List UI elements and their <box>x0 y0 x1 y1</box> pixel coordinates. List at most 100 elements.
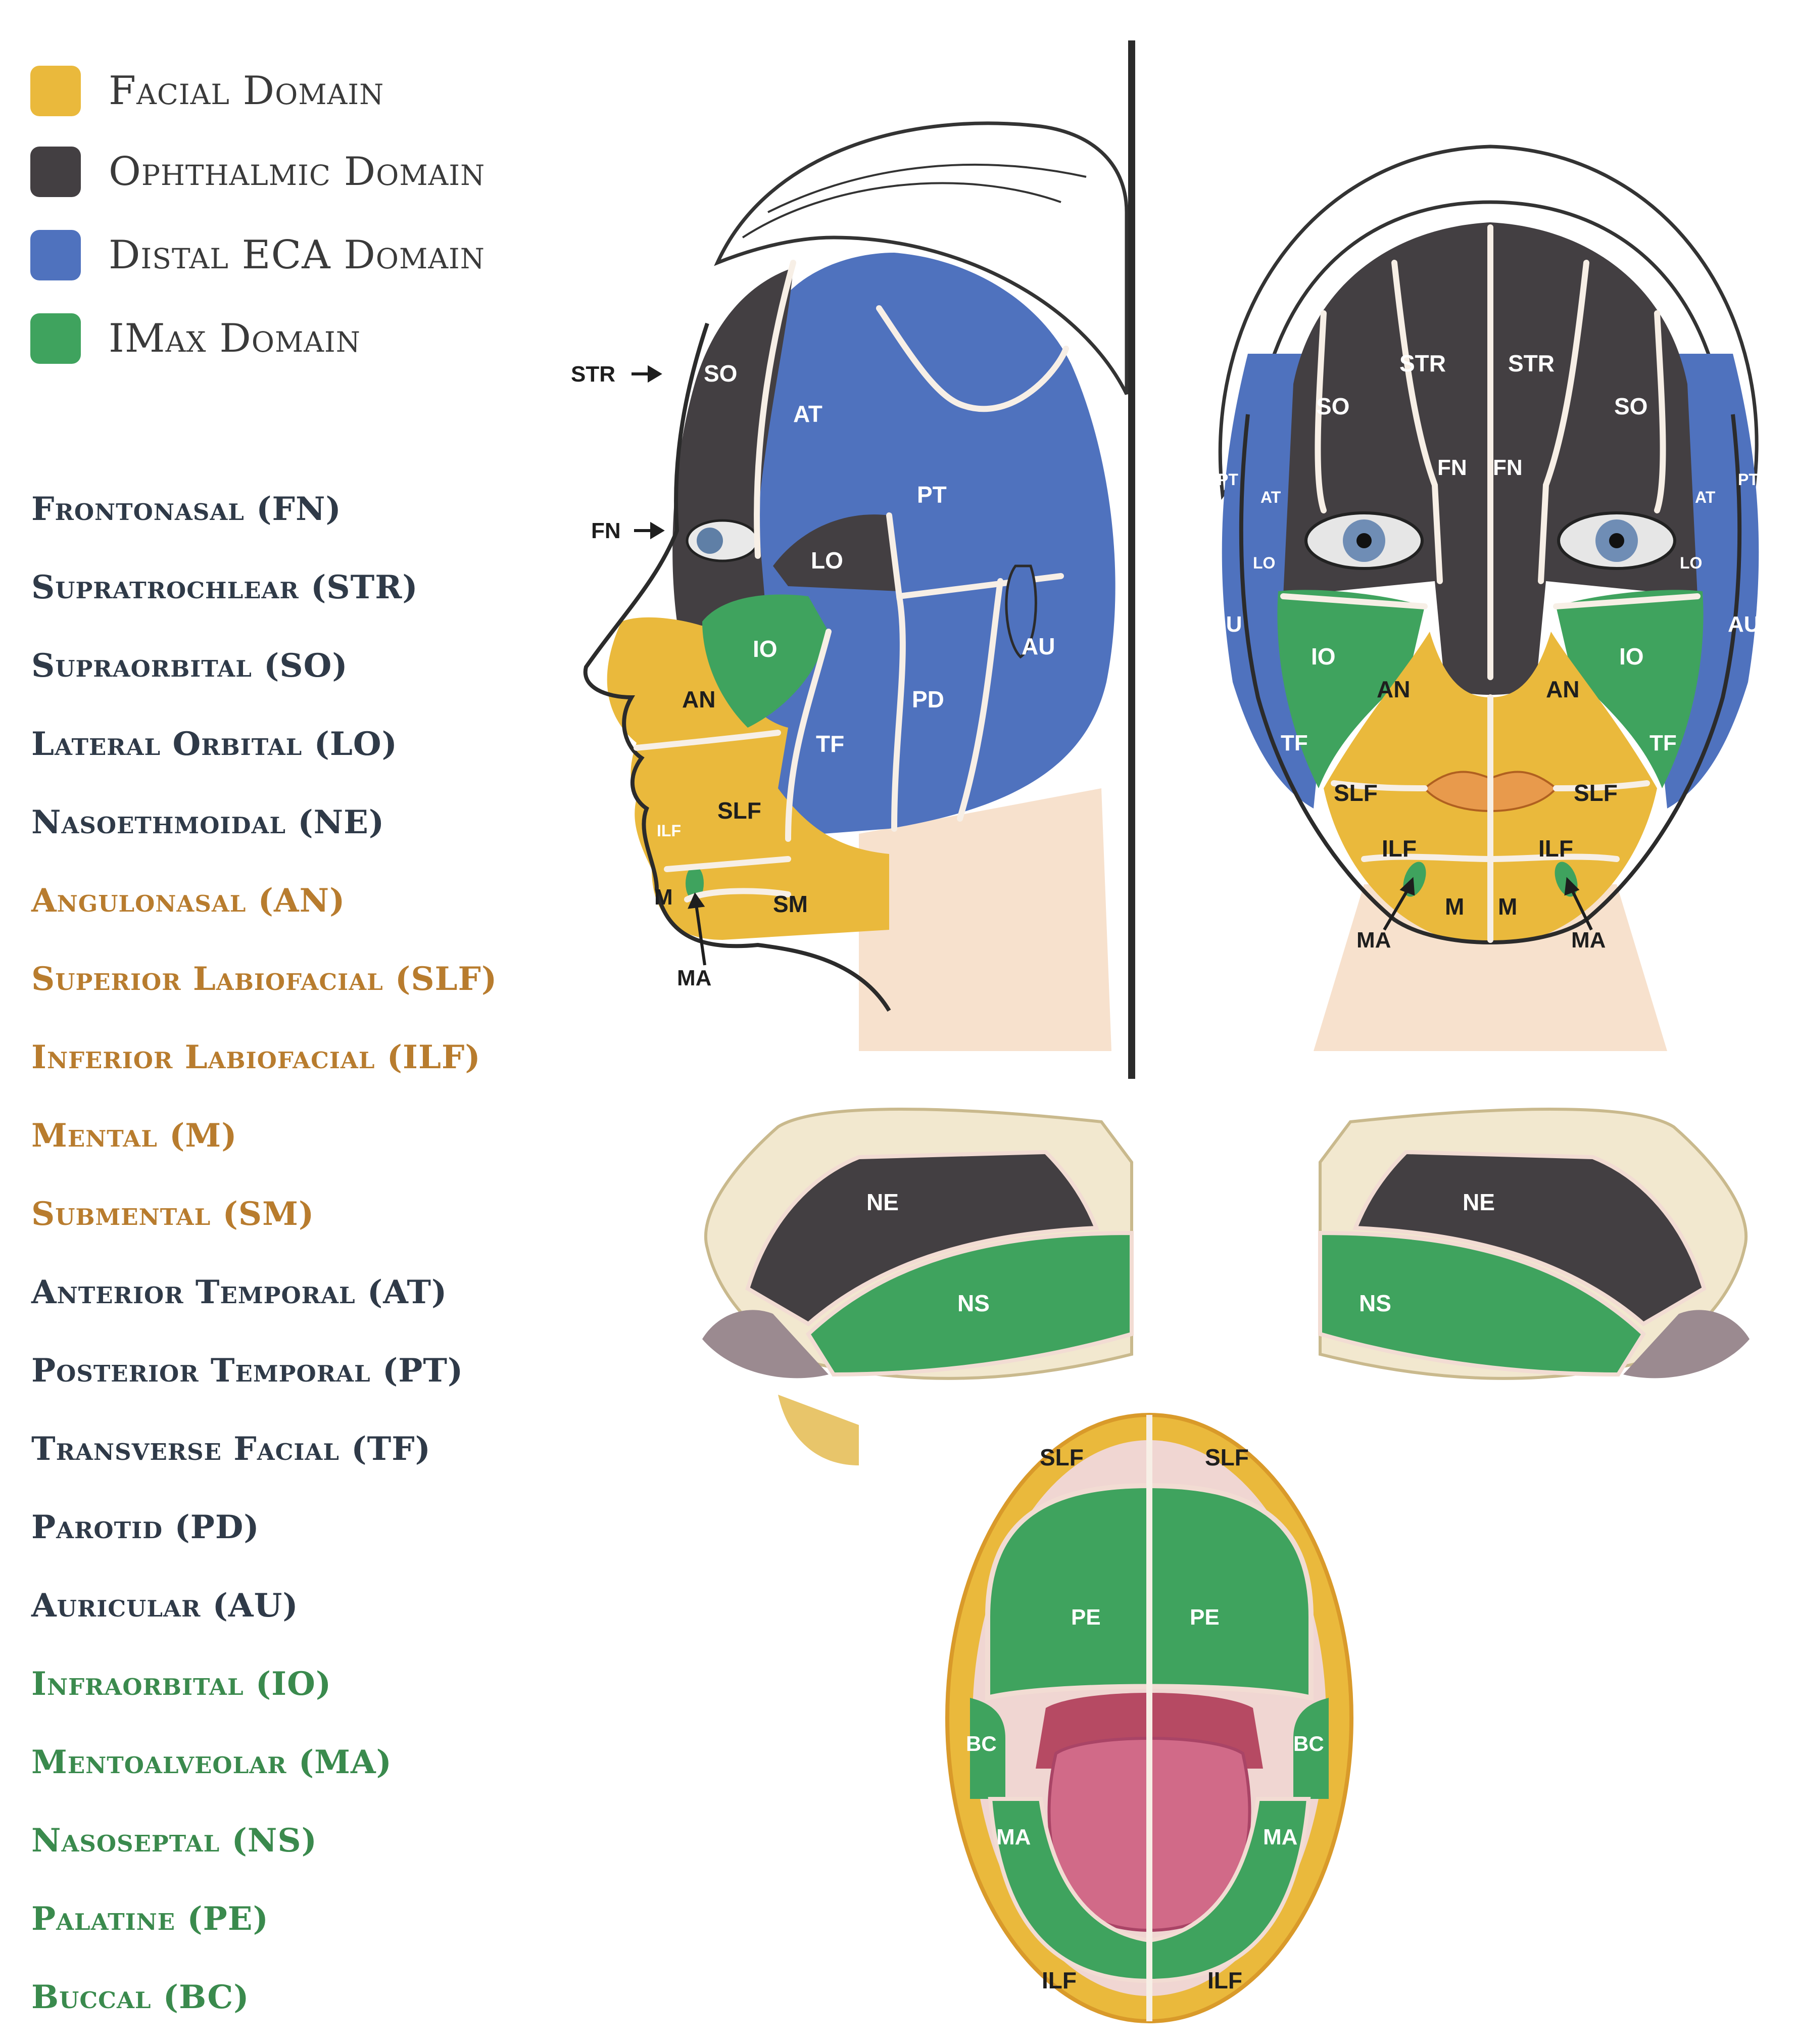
profile-lo-region <box>773 514 899 591</box>
oral-label-ma-left: MA <box>996 1825 1031 1849</box>
profile-hair-strand <box>767 163 1087 213</box>
frontal-label-pt-right: PT <box>1738 470 1759 489</box>
legend-item-ophthalmic: Ophthalmic Domain <box>30 144 485 200</box>
oral-buccal-left <box>970 1698 1005 1799</box>
nasal-label-ns-right: NS <box>1359 1290 1391 1316</box>
frontal-label-au-right: AU <box>1728 612 1760 637</box>
legend-item-facial: Facial Domain <box>30 63 384 119</box>
nasal-vestibule-right <box>1623 1310 1750 1378</box>
region-item: Mentoalveolar (MA) <box>31 1743 392 1781</box>
oral-label-ilf-right: ILF <box>1207 1967 1242 1993</box>
frontal-label-au-left: AU <box>1210 612 1242 637</box>
region-item: Lateral Orbital (LO) <box>31 725 398 763</box>
frontal-label-ilf-left: ILF <box>1382 835 1417 862</box>
oral-cavity: SLF SLF PE PE BC BC MA MA ILF ILF <box>945 1413 1353 2023</box>
profile-iris <box>697 528 723 554</box>
nasal-ne-region-left <box>745 1150 1099 1326</box>
oral-label-slf-right: SLF <box>1205 1444 1249 1470</box>
legend-swatch-distal-eca <box>30 230 81 280</box>
nasal-label-ns-left: NS <box>957 1290 990 1316</box>
frontal-label-at-left: AT <box>1260 488 1281 506</box>
oral-label-bc-left: BC <box>966 1732 997 1755</box>
frontal-label-pt-left: PT <box>1218 470 1238 489</box>
frontal-label-lo-left: LO <box>1253 554 1275 572</box>
profile-facial-region <box>607 617 889 940</box>
profile-ma-region <box>686 866 704 900</box>
profile-label-slf: SLF <box>717 797 761 824</box>
oral-label-pe-right: PE <box>1190 1605 1220 1630</box>
region-item: Frontonasal (FN) <box>31 490 342 528</box>
region-item: Transverse Facial (TF) <box>31 1430 431 1468</box>
oral-buccal-right <box>1293 1698 1329 1799</box>
frontal-label-ma-left: MA <box>1356 928 1391 953</box>
frontal-label-str-right: STR <box>1508 350 1555 376</box>
frontal-io-right <box>1556 590 1704 788</box>
frontal-label-m-left: M <box>1445 893 1464 920</box>
profile-arrows <box>632 365 706 966</box>
frontal-io-left <box>1277 590 1425 788</box>
region-item: Nasoseptal (NS) <box>31 1822 317 1860</box>
frontal-label-fn-left: FN <box>1437 455 1467 480</box>
profile-label-so: SO <box>704 360 737 387</box>
region-item: Submental (SM) <box>31 1195 315 1233</box>
region-item: Inferior Labiofacial (ILF) <box>31 1038 481 1076</box>
profile-label-tf: TF <box>816 731 844 757</box>
profile-label-at: AT <box>793 401 822 427</box>
frontal-label-str-left: STR <box>1399 350 1446 376</box>
oral-label-slf-left: SLF <box>1040 1444 1084 1470</box>
profile-label-an: AN <box>682 686 715 712</box>
frontal-label-at-right: AT <box>1695 488 1716 506</box>
region-item: Superior Labiofacial (SLF) <box>31 960 498 998</box>
profile-label-lo: LO <box>811 547 843 574</box>
nasal-ne-region-right <box>1352 1150 1707 1326</box>
profile-label-au: AU <box>1022 633 1055 659</box>
region-item: Posterior Temporal (PT) <box>31 1352 464 1390</box>
region-item: Buccal (BC) <box>31 1978 250 2016</box>
profile-ear <box>1005 564 1037 659</box>
profile-label-m: M <box>654 885 673 910</box>
frontal-label-so-right: SO <box>1614 393 1647 419</box>
region-item: Parotid (PD) <box>31 1508 260 1546</box>
legend-label-distal-eca: Distal ECA Domain <box>109 232 485 278</box>
profile-label-pd: PD <box>912 686 944 712</box>
oral-label-bc-right: BC <box>1293 1732 1324 1755</box>
region-item: Supraorbital (SO) <box>31 647 348 685</box>
region-item: Infraorbital (IO) <box>31 1665 332 1703</box>
nasal-cavity-left: NE NS <box>702 1108 1134 1465</box>
profile-label-sm: SM <box>773 891 808 917</box>
region-item: Supratrochlear (STR) <box>31 568 418 606</box>
frontal-arrows <box>1383 877 1593 931</box>
profile-view: STR FN SO AT PT LO IO AN TF PD AU SLF IL… <box>571 121 1129 1051</box>
profile-hair-strand <box>742 182 1061 239</box>
legend-label-facial: Facial Domain <box>109 68 384 114</box>
frontal-hair <box>1218 145 1759 501</box>
profile-label-str: STR <box>571 362 615 387</box>
nasal-cavity-right: NE NS <box>1318 1108 1750 1380</box>
legend-label-ophthalmic: Ophthalmic Domain <box>109 149 486 195</box>
region-item: Auricular (AU) <box>31 1587 299 1625</box>
frontal-label-an-right: AN <box>1546 676 1579 702</box>
frontal-separators <box>1280 224 1701 943</box>
profile-neck <box>859 788 1111 1051</box>
nasal-label-ne-left: NE <box>866 1189 899 1215</box>
region-list: Frontonasal (FN) Supratrochlear (STR) Su… <box>31 470 612 2036</box>
oral-label-ilf-left: ILF <box>1042 1967 1077 1993</box>
frontal-label-tf-left: TF <box>1281 731 1308 755</box>
legend-swatch-imax <box>30 313 81 364</box>
profile-outline <box>583 322 891 1012</box>
region-item: Nasoethmoidal (NE) <box>31 803 385 841</box>
legend-swatch-ophthalmic <box>30 147 81 197</box>
legend-item-distal-eca: Distal ECA Domain <box>30 227 485 283</box>
profile-label-ilf: ILF <box>657 822 681 840</box>
region-item: Angulonasal (AN) <box>31 882 346 920</box>
legend-label-imax: IMax Domain <box>109 316 361 361</box>
frontal-label-slf-left: SLF <box>1334 780 1378 806</box>
region-item: Palatine (PE) <box>31 1900 269 1938</box>
region-item: Mental (M) <box>31 1117 237 1155</box>
profile-label-ma: MA <box>677 966 711 990</box>
legend-swatch-facial <box>30 66 81 116</box>
region-item: Anterior Temporal (AT) <box>31 1273 448 1311</box>
frontal-label-fn-right: FN <box>1493 455 1523 480</box>
